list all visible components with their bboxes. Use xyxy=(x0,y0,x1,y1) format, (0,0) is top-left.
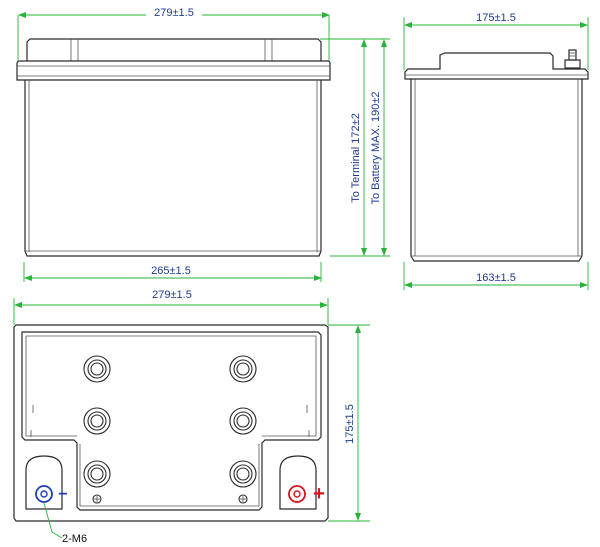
screw-left xyxy=(92,494,102,504)
front-view-dimensions: 279±1.5 265±1.5 To Terminal 172±2 To Bat… xyxy=(17,5,390,282)
top-length-label: 279±1.5 xyxy=(152,289,192,301)
top-view-dimensions: 279±1.5 175±1.5 xyxy=(13,287,370,522)
top-view: − + 2-M6 xyxy=(13,324,329,545)
side-bottom-width-label: 163±1.5 xyxy=(476,272,516,284)
side-view-dimensions: 175±1.5 163±1.5 xyxy=(403,10,589,290)
vent-cap-top-left xyxy=(83,355,111,383)
top-width-label: 175±1.5 xyxy=(344,404,356,444)
side-top-width-label: 175±1.5 xyxy=(476,12,516,24)
vent-cap-middle-right xyxy=(229,407,257,435)
vent-cap-bottom-right xyxy=(229,460,257,488)
negative-terminal xyxy=(35,485,53,503)
vent-cap-bottom-left xyxy=(83,460,111,488)
front-view xyxy=(16,38,331,257)
positive-symbol: + xyxy=(313,483,325,505)
positive-terminal xyxy=(288,485,306,503)
vent-cap-top-right xyxy=(229,355,257,383)
front-length-label: 279±1.5 xyxy=(154,7,194,19)
side-view xyxy=(404,49,589,262)
terminal-height-label: To Terminal 172±2 xyxy=(350,113,362,203)
negative-symbol: − xyxy=(58,486,67,503)
bolt-label: 2-M6 xyxy=(62,533,87,545)
front-bottom-length-label: 265±1.5 xyxy=(151,265,191,277)
battery-height-label: To Battery MAX. 190±2 xyxy=(370,91,382,204)
bolt-leader-line xyxy=(43,502,63,539)
vent-cap-middle-left xyxy=(83,407,111,435)
screw-right xyxy=(238,494,248,504)
